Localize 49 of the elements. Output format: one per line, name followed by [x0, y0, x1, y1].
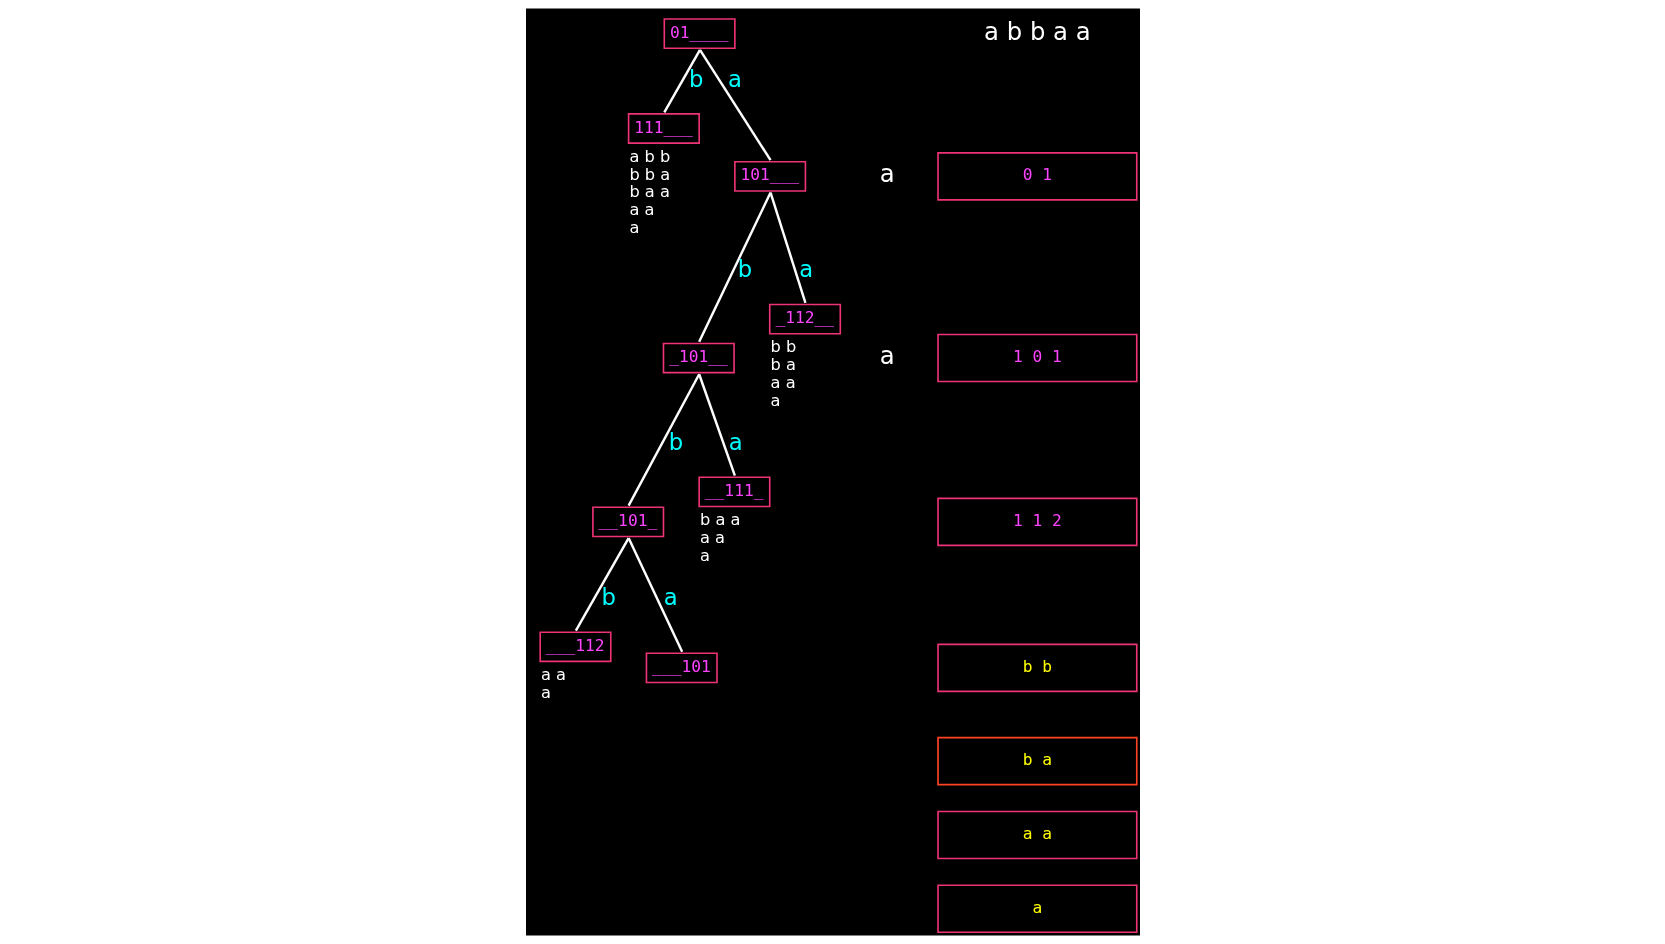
node-label: a a	[628, 200, 654, 220]
edge-label: a	[727, 65, 742, 92]
label: a b b a a	[983, 16, 1091, 46]
node-label: b a a	[628, 182, 670, 202]
connector	[574, 537, 630, 632]
edge-label: a	[728, 429, 743, 456]
edge-label: b	[601, 583, 616, 610]
node-label: b b a	[628, 164, 670, 184]
node-label: a a	[770, 373, 796, 393]
connector	[662, 49, 701, 113]
node-label: a	[540, 682, 551, 702]
node-label: b b	[770, 337, 796, 357]
node-box: 0 1	[936, 152, 1138, 201]
node-box: ___101	[645, 652, 718, 684]
node-box: _101__	[662, 342, 735, 374]
node-box: b b	[936, 643, 1138, 693]
node-box: ___112	[538, 631, 612, 663]
node-label: b a	[770, 355, 796, 375]
connector	[697, 192, 772, 343]
connector	[627, 537, 683, 653]
node-box: __101_	[591, 506, 664, 538]
node-box: 1 1 2	[936, 497, 1138, 547]
node-box: a a	[936, 810, 1138, 860]
node-label: a	[770, 390, 780, 410]
node-label: a a	[540, 665, 566, 685]
node-box: a	[936, 884, 1138, 934]
edge-label: a	[798, 256, 813, 283]
edge-label: a	[663, 583, 678, 610]
connector	[768, 192, 807, 304]
node-label: a	[628, 218, 639, 238]
node-box: 111___	[627, 113, 700, 144]
node-box: b a	[936, 736, 1138, 786]
node-box: 01____	[663, 18, 736, 49]
node-box: __111_	[697, 476, 771, 508]
node-box: 101___	[733, 160, 806, 192]
connector	[627, 373, 700, 507]
node-box: _112__	[768, 303, 841, 335]
connector	[697, 373, 736, 477]
edge-label: b	[737, 256, 752, 283]
label: a	[879, 159, 895, 189]
node-label: a	[699, 545, 710, 565]
edge-label: b	[668, 429, 683, 456]
edge-label: b	[688, 65, 704, 92]
label: a	[879, 341, 895, 371]
node-label: a b b	[628, 146, 670, 166]
node-box: 1 0 1	[936, 333, 1138, 383]
connector	[698, 49, 772, 161]
node-label: b a a	[699, 510, 740, 530]
node-label: a a	[699, 527, 725, 547]
